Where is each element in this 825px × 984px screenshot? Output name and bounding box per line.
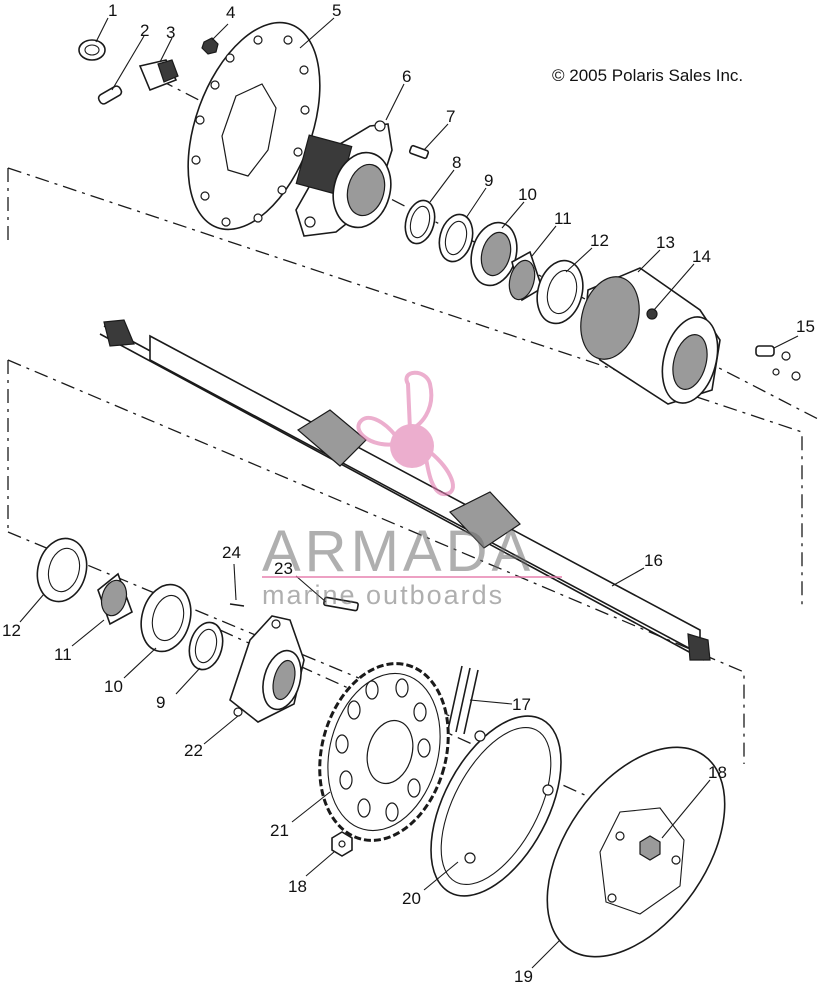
- callout-12: 12: [590, 231, 609, 250]
- watermark-subtitle: marine outboards: [262, 580, 505, 610]
- seal-part-9: [438, 213, 474, 263]
- callout-17: 17: [512, 695, 531, 714]
- callout-6: 6: [402, 67, 412, 86]
- callout-1: 1: [108, 1, 118, 20]
- axle-housing-part-13: [580, 267, 721, 405]
- callout-9-lower: 9: [156, 693, 166, 712]
- hardware-part-15: [755, 345, 801, 381]
- bearing-race-part-10: [470, 221, 518, 287]
- sprocket-part-21: [318, 662, 450, 842]
- seal-part-9-bottom: [188, 621, 224, 671]
- callout-16: 16: [644, 551, 663, 570]
- bearing-race-part-10-bottom: [140, 583, 192, 653]
- callout-15: 15: [796, 317, 815, 336]
- bearing-carrier-part-22: [229, 615, 305, 723]
- callout-3: 3: [166, 23, 176, 42]
- snap-ring-part-8: [404, 199, 436, 245]
- callout-20: 20: [402, 889, 421, 908]
- callout-10: 10: [518, 185, 537, 204]
- callout-5: 5: [332, 1, 342, 20]
- callout-13: 13: [656, 233, 675, 252]
- axle-outline-top: [7, 167, 803, 608]
- callout-19: 19: [514, 967, 533, 984]
- guard-ring-part-20: [430, 715, 562, 897]
- bearing-carrier-part-6: [295, 120, 393, 237]
- callout-4: 4: [226, 3, 236, 22]
- callout-12-lower: 12: [2, 621, 21, 640]
- pin-part-24: [229, 603, 245, 607]
- watermark-logo: [356, 370, 455, 496]
- tapered-bearing-part-11-bottom: [97, 572, 133, 626]
- snap-ring-part-1: [78, 39, 106, 61]
- fitting-part-14: [646, 308, 658, 320]
- brake-disc-part-5: [187, 21, 321, 231]
- copyright-notice: © 2005 Polaris Sales Inc.: [552, 66, 744, 85]
- nut-part-18-top: [639, 835, 661, 861]
- axle-shaft-part-16: [99, 319, 711, 661]
- tapered-bearing-part-11: [508, 250, 543, 302]
- callout-7: 7: [446, 107, 456, 126]
- leader-lines: [19, 17, 799, 969]
- pin-part-2: [97, 85, 123, 105]
- callout-2: 2: [140, 21, 150, 40]
- callout-10-lower: 10: [104, 677, 123, 696]
- clip-part-3: [138, 59, 179, 92]
- nut-part-18-bottom: [331, 831, 353, 857]
- callout-18-upper: 18: [708, 763, 727, 782]
- watermark-divider: [262, 576, 562, 578]
- callout-24: 24: [222, 543, 241, 562]
- callout-9: 9: [484, 171, 494, 190]
- callout-8: 8: [452, 153, 462, 172]
- cover-plate-part-19: [546, 746, 726, 958]
- bolts-part-17: [447, 665, 479, 735]
- watermark-title: ARMADA: [262, 519, 535, 584]
- bearing-cup-part-12-bottom: [36, 537, 88, 603]
- callout-11-lower: 11: [54, 645, 72, 664]
- callout-23: 23: [274, 559, 293, 578]
- callout-11: 11: [554, 209, 572, 228]
- lower-axis-line: [219, 629, 641, 821]
- callout-22: 22: [184, 741, 203, 760]
- bearing-cup-part-12-top: [536, 259, 584, 325]
- nut-part-4: [201, 37, 219, 55]
- bolt-part-7: [408, 144, 430, 160]
- callout-14: 14: [692, 247, 711, 266]
- callout-18-lower: 18: [288, 877, 307, 896]
- callout-21: 21: [270, 821, 289, 840]
